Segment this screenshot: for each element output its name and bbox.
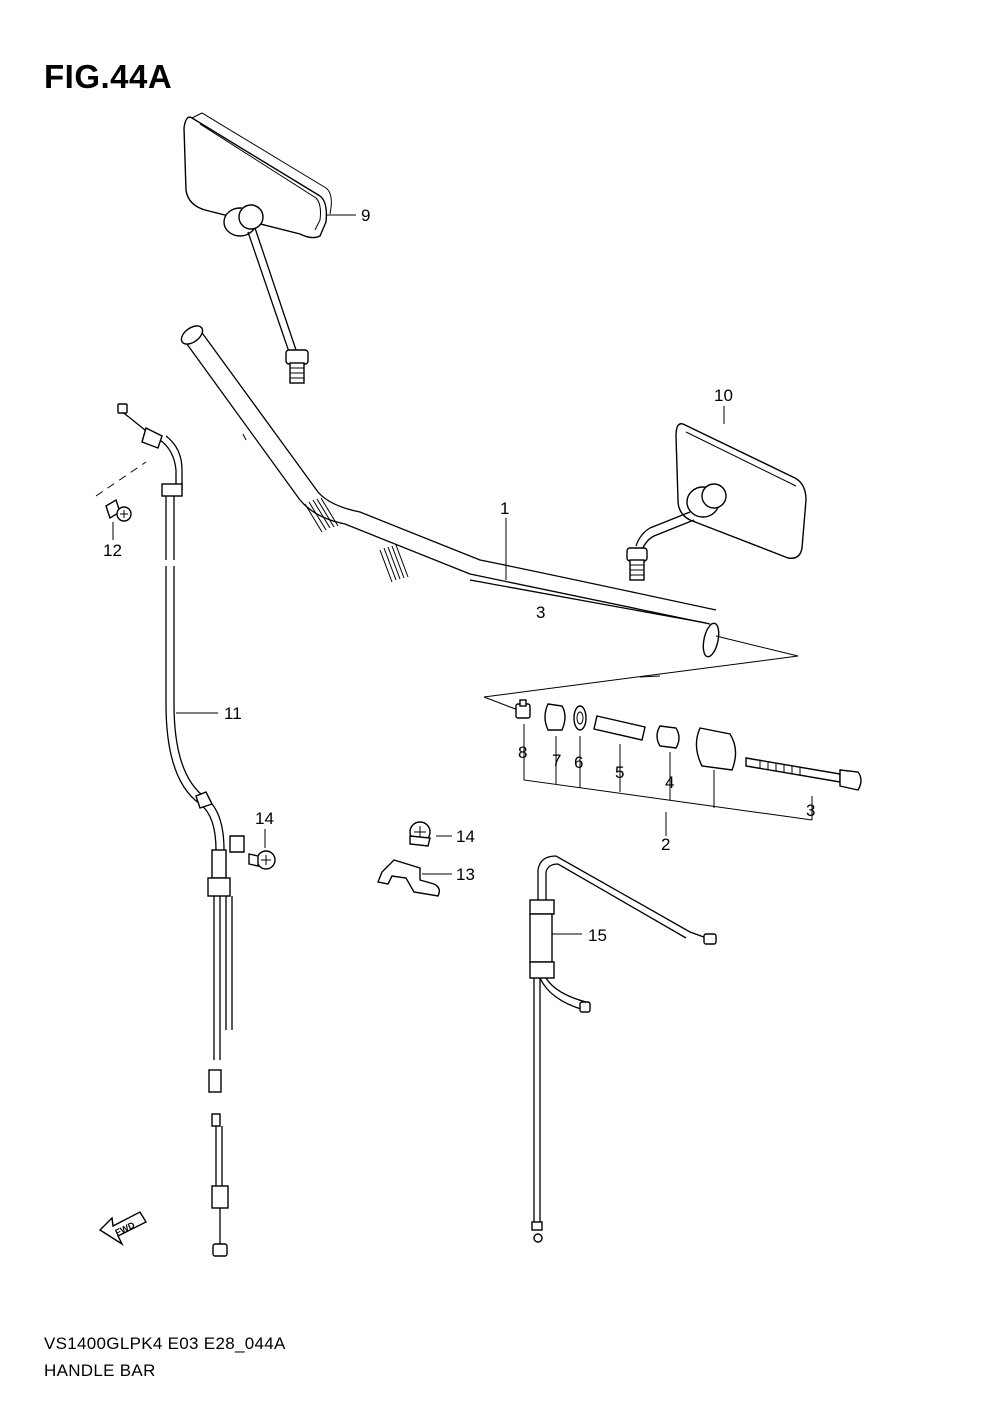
callout-14-upper: 14 — [456, 827, 475, 846]
handlebar[interactable]: 3 — [178, 322, 721, 658]
callout-8: 8 — [518, 743, 527, 762]
callout-9: 9 — [361, 206, 370, 225]
callout-3: 3 — [806, 801, 815, 820]
callout-10: 10 — [714, 386, 733, 405]
callout-12: 12 — [103, 541, 122, 560]
screw-12[interactable] — [105, 498, 132, 522]
balancer-assembly[interactable] — [515, 699, 862, 791]
callout-14-lower: 14 — [255, 809, 274, 828]
screw-14-lower[interactable] — [248, 850, 276, 870]
throttle-cable[interactable] — [95, 403, 245, 1257]
clamp-13[interactable] — [377, 859, 441, 897]
switch-cable[interactable] — [529, 855, 717, 1243]
callout-15: 15 — [588, 926, 607, 945]
fwd-arrow-icon: FWD — [98, 1211, 147, 1246]
figure-title: FIG.44A — [44, 58, 173, 95]
mirror-left[interactable] — [183, 112, 332, 384]
callout-11: 11 — [224, 704, 242, 723]
callout-13: 13 — [456, 865, 475, 884]
model-code: VS1400GLPK4 E03 E28_044A — [44, 1334, 286, 1353]
callout-2: 2 — [661, 835, 670, 854]
callout-5: 5 — [615, 763, 624, 782]
callout-6: 6 — [574, 753, 583, 772]
figure-name: HANDLE BAR — [44, 1361, 156, 1380]
callout-4: 4 — [665, 773, 674, 792]
mirror-right[interactable] — [626, 423, 807, 581]
callout-7: 7 — [552, 751, 561, 770]
svg-text:3: 3 — [536, 603, 545, 622]
screw-14-upper[interactable] — [409, 821, 431, 847]
callout-1: 1 — [500, 499, 509, 518]
